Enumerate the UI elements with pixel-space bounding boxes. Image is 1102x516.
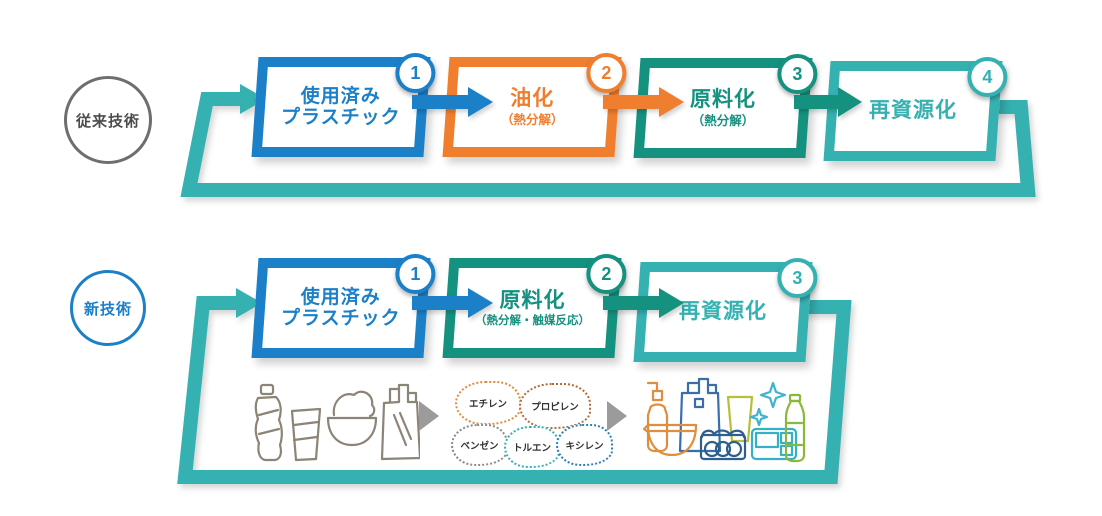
chemical-cloud-toluene: トルエン bbox=[504, 426, 560, 468]
modern-loop-arrowhead-icon bbox=[236, 288, 262, 318]
legacy-loop-arrowhead-icon bbox=[240, 84, 266, 114]
chemical-name: キシレン bbox=[565, 441, 604, 452]
legacy-loop-line bbox=[180, 84, 1036, 197]
crushed-bottle-icon bbox=[254, 383, 283, 462]
plastic-bag-icon bbox=[380, 383, 420, 461]
legacy-arrow-1-2-icon bbox=[412, 87, 493, 117]
sparkle-icon bbox=[749, 381, 787, 427]
cup-icon bbox=[726, 395, 754, 443]
crushed-cup-icon bbox=[290, 407, 322, 462]
legacy-technology-label: 従来技術 bbox=[64, 76, 152, 164]
arrow-right-icon bbox=[419, 401, 439, 431]
chemical-cloud-propylene: プロピレン bbox=[519, 383, 591, 429]
arrow-right-icon bbox=[607, 401, 627, 431]
chemical-name: エチレン bbox=[468, 399, 507, 410]
chemical-cloud-xylene: キシレン bbox=[556, 424, 613, 466]
pump-bottle-icon bbox=[646, 381, 669, 453]
bowl-with-film-icon bbox=[326, 390, 378, 447]
chemical-name: ベンゼン bbox=[460, 441, 499, 452]
shopping-bag-icon bbox=[678, 377, 722, 453]
modern-arrow-2-3-icon bbox=[603, 288, 684, 318]
modern-technology-label: 新技術 bbox=[70, 270, 146, 346]
recycled-products-icons bbox=[642, 377, 806, 463]
chemical-name: トルエン bbox=[512, 443, 551, 454]
modern-technology-label-text: 新技術 bbox=[83, 300, 132, 318]
legacy-technology-label-text: 従来技術 bbox=[75, 112, 140, 130]
modern-loop-line bbox=[177, 288, 852, 484]
waste-plastics-icons bbox=[254, 383, 420, 462]
pet-bottle-icon bbox=[784, 393, 806, 463]
chemical-name: プロピレン bbox=[531, 402, 579, 413]
chemical-cloud-benzene: ベンゼン bbox=[451, 424, 508, 466]
mixing-bowl-icon bbox=[642, 423, 698, 457]
egg-carton-icon bbox=[699, 429, 747, 461]
modern-arrow-1-2-icon bbox=[412, 288, 493, 318]
legacy-arrow-3-4-icon bbox=[794, 87, 862, 117]
legacy-arrow-2-3-icon bbox=[603, 87, 684, 117]
